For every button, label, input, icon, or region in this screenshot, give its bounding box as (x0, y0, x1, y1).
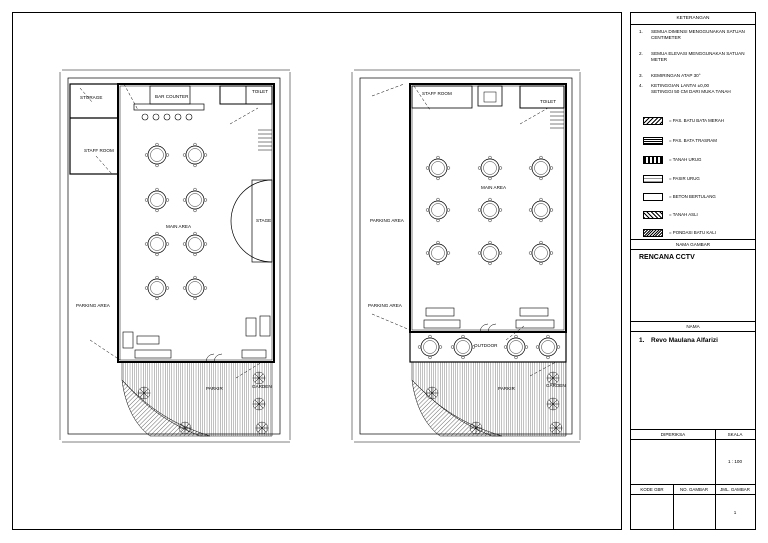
label-parking-area-right-2: PARKING AREA (368, 303, 402, 308)
scale-header: SKALA (727, 432, 743, 437)
label-parkir-right: PARKIR (498, 386, 515, 391)
checked-header: DIPERIKSA (660, 432, 686, 437)
legend-title: KETERANGAN (676, 16, 710, 21)
label-main-area-right: MAIN AREA (481, 185, 507, 190)
swatch-tanah-asli (643, 211, 663, 219)
note-num: 4. (639, 83, 643, 88)
legend-note-text: SEMUA ELEVASI MENGGUNAKAN SATUAN METER (651, 51, 745, 62)
name-value: Revo Maulana Alfarizi (651, 337, 718, 344)
plan-left (59, 69, 291, 443)
note-num: 1. (639, 29, 643, 34)
drawing-name-header: NAMA GAMBAR (675, 242, 711, 247)
name-header: NAMA (686, 324, 700, 329)
label-parking-area: PARKING AREA (76, 303, 110, 308)
label-parking-area-right: PARKING AREA (370, 218, 404, 223)
label-bar-counter: BAR COUNTER (155, 94, 189, 99)
label-toilet-right: TOILET (540, 99, 556, 104)
legend-note-text: SEMUA DIMENSI MENGGUNAKAN SATUAN CENTIME… (651, 29, 745, 40)
swatch-trasram (643, 137, 663, 145)
material-label: = PONDASI BATU KALI (669, 230, 716, 235)
label-stage: STAGE (256, 218, 272, 223)
drawing-name: RENCANA CCTV (639, 254, 695, 261)
label-garden: GARDEN (252, 384, 272, 389)
material-label: = TANAH ASLI (669, 212, 698, 217)
material-label: = PAS. BATA TRASRAM (669, 138, 717, 143)
swatch-pasir-urug (643, 175, 663, 183)
floor-plans (59, 69, 581, 443)
legend-note: 2. (639, 51, 643, 57)
material-label: = BETON BERTULANG (669, 194, 716, 199)
label-staff-room-right: STAFF ROOM (422, 91, 452, 96)
material-label: = PASIR URUG (669, 176, 700, 181)
number-header: NO. GAMBAR (679, 487, 709, 492)
scale-value: 1 : 100 (727, 459, 743, 464)
swatch-pondasi (643, 229, 663, 237)
material-label: = TANAH URUG (669, 157, 702, 162)
title-block: KETERANGAN 1. SEMUA DIMENSI MENGGUNAKAN … (630, 12, 756, 530)
name-num: 1. (639, 337, 645, 344)
swatch-tanah-urug (643, 156, 663, 164)
count-value: 1 (733, 510, 737, 515)
label-main-area: MAIN AREA (166, 224, 192, 229)
count-header: JML. GAMBAR (720, 487, 750, 492)
legend-note: 4. (639, 83, 643, 89)
label-staff-room: STAFF ROOM (84, 148, 114, 153)
legend-note-text: KEMIRINGAN ATAP 30° (651, 73, 701, 78)
swatch-beton (643, 193, 663, 201)
material-label: = PAS. BATU BATA MERAH (669, 118, 724, 123)
swatch-brick (643, 117, 663, 125)
label-outdoor: OUTDOOR (474, 343, 498, 348)
plan-right (351, 69, 581, 443)
note-num: 2. (639, 51, 643, 56)
code-header: KODE GBR (640, 487, 664, 492)
legend-note: 3. (639, 73, 643, 79)
drawing-frame (12, 12, 622, 530)
label-parkir: PARKIR (206, 386, 223, 391)
note-num: 3. (639, 73, 643, 78)
legend-note-text: KETINGGIAN LANTAI ±0,00 SETINGGI 50 CM D… (651, 83, 731, 94)
label-toilet: TOILET (252, 89, 268, 94)
label-storage: STORAGE (80, 95, 103, 100)
legend-note: 1. (639, 29, 643, 35)
label-garden-right: GARDEN (546, 383, 566, 388)
